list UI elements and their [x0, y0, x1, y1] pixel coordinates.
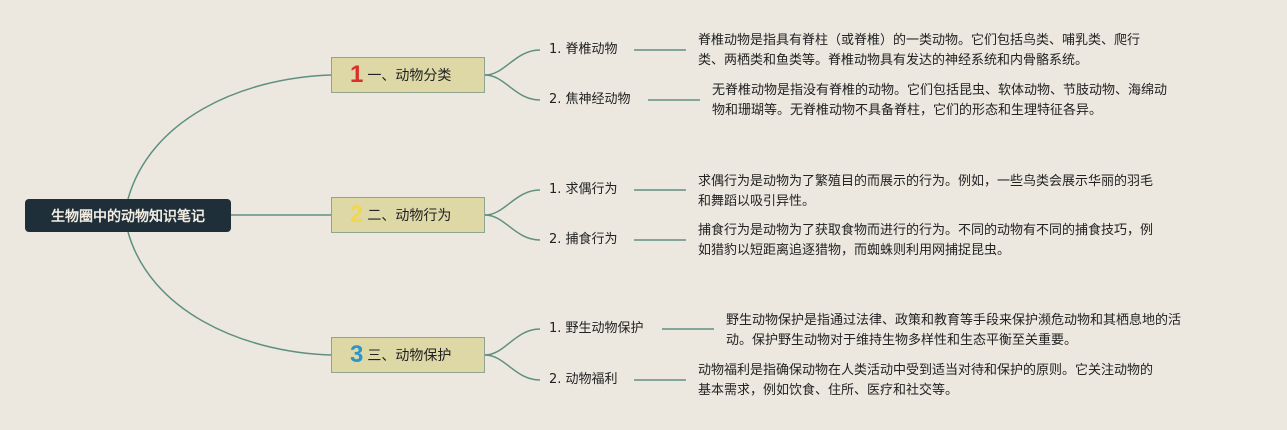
root-title: 生物圈中的动物知识笔记 — [51, 208, 205, 225]
desc-invertebrates: 无脊椎动物是指没有脊椎的动物。它们包括昆虫、软体动物、节肢动物、海绵动 物和珊瑚… — [712, 81, 1167, 121]
connector-b1-c2 — [484, 74, 541, 101]
connector-b2-c2 — [484, 214, 541, 241]
connector-b3-c2 — [484, 354, 541, 381]
connector-b2-c1 — [484, 189, 541, 216]
connector-b1-c1 — [484, 49, 541, 76]
desc-line: 动。保护野生动物对于维持生物多样性和生态平衡至关重要。 — [726, 333, 1078, 348]
branch-label: 二、动物行为 — [367, 208, 452, 224]
leaf-node-predation[interactable]: 2. 捕食行为 — [549, 232, 618, 247]
branch-label: 一、动物分类 — [367, 68, 452, 84]
desc-animal-welfare: 动物福利是指确保动物在人类活动中受到适当对待和保护的原则。它关注动物的 基本需求… — [698, 361, 1153, 401]
branch-label: 三、动物保护 — [367, 348, 452, 364]
desc-line: 动物福利是指确保动物在人类活动中受到适当对待和保护的原则。它关注动物的 — [698, 363, 1154, 378]
leaf-node-wildlife-protection[interactable]: 1. 野生动物保护 — [549, 321, 644, 336]
leaf-node-courtship[interactable]: 1. 求偶行为 — [549, 182, 618, 197]
branch-node-behavior[interactable]: 2 二、动物行为 — [331, 197, 485, 233]
branch-node-protection[interactable]: 3 三、动物保护 — [331, 337, 485, 373]
branch-number-1: 1 — [350, 61, 364, 88]
leaf-node-vertebrates[interactable]: 1. 脊椎动物 — [549, 42, 618, 57]
desc-wildlife-protection: 野生动物保护是指通过法律、政策和教育等手段来保护濒危动物和其栖息地的活 动。保护… — [726, 311, 1181, 351]
desc-line: 无脊椎动物是指没有脊椎的动物。它们包括昆虫、软体动物、节肢动物、海绵动 — [712, 83, 1168, 98]
desc-line: 脊椎动物是指具有脊柱（或脊椎）的一类动物。它们包括鸟类、哺乳类、爬行 — [698, 33, 1141, 48]
desc-courtship: 求偶行为是动物为了繁殖目的而展示的行为。例如，一些鸟类会展示华丽的羽毛 和舞蹈以… — [698, 172, 1153, 212]
branch-node-classification[interactable]: 1 一、动物分类 — [331, 57, 485, 93]
desc-line: 如猎豹以短距离追逐猎物，而蜘蛛则利用网捕捉昆虫。 — [698, 243, 1011, 258]
desc-line: 和舞蹈以吸引异性。 — [698, 194, 816, 209]
desc-line: 基本需求，例如饮食、住所、医疗和社交等。 — [698, 383, 959, 398]
connector-root-branch-3 — [127, 231, 332, 356]
leaf-node-animal-welfare[interactable]: 2. 动物福利 — [549, 372, 618, 387]
desc-line: 求偶行为是动物为了繁殖目的而展示的行为。例如，一些鸟类会展示华丽的羽毛 — [698, 174, 1154, 189]
desc-line: 野生动物保护是指通过法律、政策和教育等手段来保护濒危动物和其栖息地的活 — [726, 313, 1182, 328]
desc-line: 捕食行为是动物为了获取食物而进行的行为。不同的动物有不同的捕食技巧，例 — [698, 223, 1154, 238]
desc-predation: 捕食行为是动物为了获取食物而进行的行为。不同的动物有不同的捕食技巧，例 如猎豹以… — [698, 221, 1153, 261]
branch-number-3: 3 — [350, 341, 364, 368]
branch-number-2: 2 — [350, 201, 364, 228]
desc-line: 物和珊瑚等。无脊椎动物不具备脊柱，它们的形态和生理特征各异。 — [712, 103, 1103, 118]
desc-line: 类、两栖类和鱼类等。脊椎动物具有发达的神经系统和内骨骼系统。 — [698, 53, 1089, 68]
desc-vertebrates: 脊椎动物是指具有脊柱（或脊椎）的一类动物。它们包括鸟类、哺乳类、爬行 类、两栖类… — [698, 31, 1140, 71]
connector-root-branch-1 — [127, 74, 332, 200]
leaf-node-invertebrates[interactable]: 2. 焦神经动物 — [549, 92, 631, 107]
root-node[interactable]: 生物圈中的动物知识笔记 — [25, 199, 231, 232]
connector-b3-c1 — [484, 328, 541, 356]
